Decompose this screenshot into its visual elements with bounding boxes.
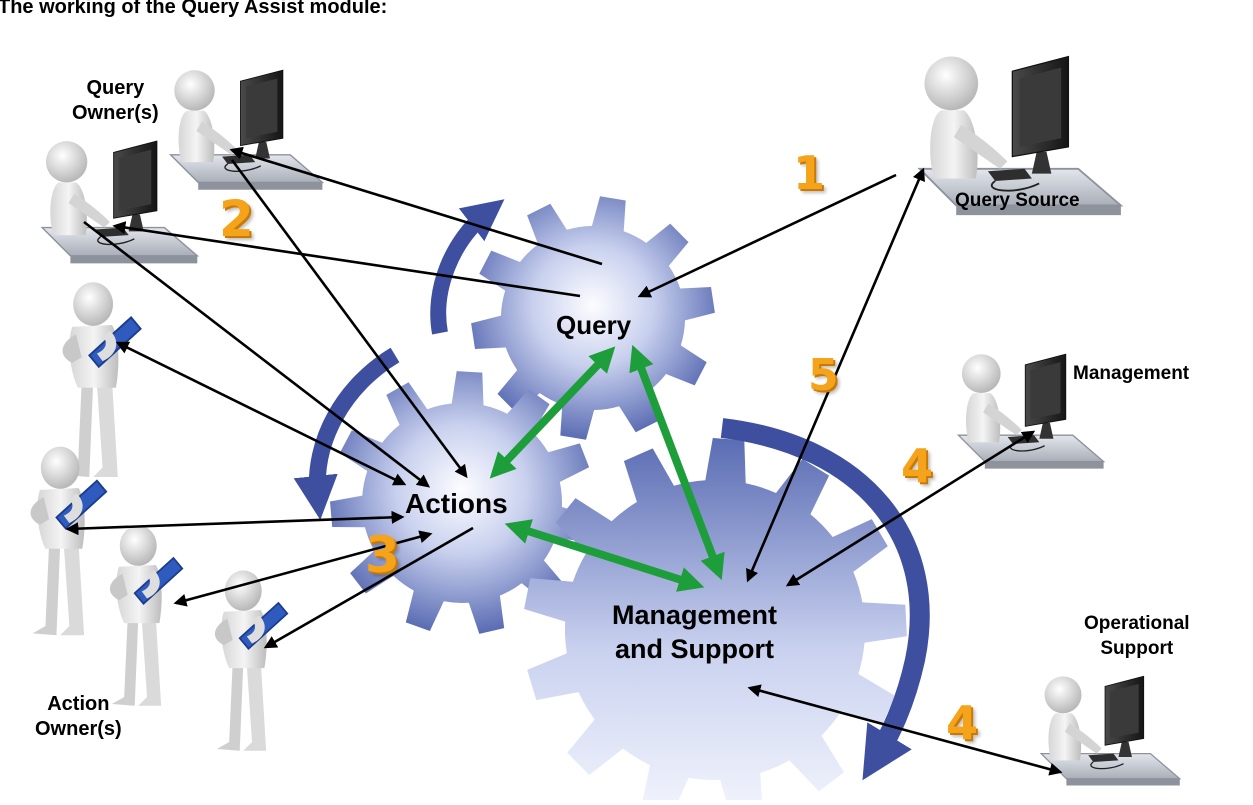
actions-gear-label: Actions <box>405 488 508 519</box>
management-support-gear-label-line2: and Support <box>615 634 775 664</box>
management-support-gear-label: Management and Support <box>612 598 777 666</box>
actions-management-green-arrow <box>504 519 705 592</box>
actions-action-owner-1-arrow <box>115 341 407 486</box>
actions-action-owner-2-arrow <box>65 510 405 536</box>
action-owners-label-line1: Action <box>47 693 110 715</box>
management-support-management-arrow <box>785 430 1036 587</box>
operational-support-label-line1: Operational <box>1084 613 1190 634</box>
query-source-label: Query Source <box>955 190 1080 211</box>
management-support-gear-label-line1: Management <box>612 600 778 630</box>
query-rotation-arrow <box>430 199 505 335</box>
query-management-green-arrow <box>629 344 725 581</box>
action-owner-2-tablet-person-icon <box>30 446 108 636</box>
query-to-owner-2-arrow <box>112 221 581 298</box>
action-owner-4-to-actions-arrow <box>263 526 474 649</box>
query-gear-label: Query <box>556 310 632 340</box>
query-owners-label-line2: Owner(s) <box>72 102 159 124</box>
step-5-number: 5 <box>808 350 839 401</box>
operational-support-label-line2: Support <box>1100 638 1174 659</box>
query-to-owner-1-arrow <box>229 146 603 266</box>
actions-query-green-arrow <box>489 346 616 479</box>
step-3-number: 3 <box>365 526 400 584</box>
management-label: Management <box>1073 363 1190 384</box>
page-title: The working of the Query Assist module: <box>0 0 388 18</box>
owner-1-to-actions-arrow <box>230 159 468 479</box>
query-owners-label-line1: Query <box>86 77 145 99</box>
operational-support-label: Operational Support <box>1084 611 1190 661</box>
operational-support-computer-person-icon <box>1039 675 1182 786</box>
action-owner-3-tablet-person-icon <box>109 525 184 706</box>
actions-action-owner-3-arrow <box>173 530 433 607</box>
action-owner-1-tablet-person-icon <box>62 282 142 477</box>
query-source-computer-person-icon <box>917 55 1124 216</box>
management-query-source-arrow <box>746 167 925 583</box>
query-owners-label: Query Owner(s) <box>72 76 159 126</box>
step-2-number: 2 <box>219 190 254 248</box>
action-owners-label: Action Owner(s) <box>35 692 122 742</box>
query-owner-2-computer-person-icon <box>40 140 200 264</box>
action-owner-4-tablet-person-icon <box>214 570 289 751</box>
step-1-number: 1 <box>793 146 826 200</box>
management-support-operational-arrow <box>747 684 1063 776</box>
action-owners-label-line2: Owner(s) <box>35 718 122 740</box>
step-4-management-number: 4 <box>901 439 934 493</box>
step-4-operational-number: 4 <box>946 696 979 750</box>
query-owner-1-computer-person-icon <box>168 69 325 190</box>
